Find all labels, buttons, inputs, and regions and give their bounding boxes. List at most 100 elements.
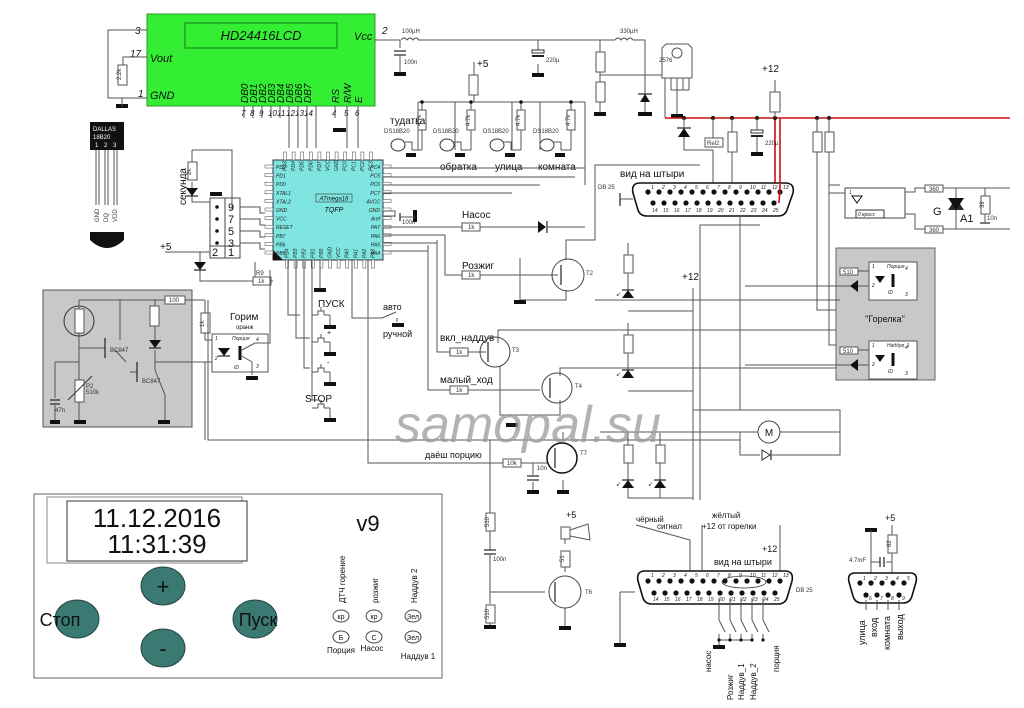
ds18b20-sensor [539,138,555,152]
flame-sensor-block: BC847 P2 510k 47n BC847 100 1k Горим ора… [42,270,271,440]
db25-pin [711,189,717,195]
mcu-pin-label: RESET [276,225,294,231]
mcu-pin-label: PD6 [308,161,314,171]
svg-text:4: 4 [256,337,259,343]
db25-pin-number: 10 [750,185,756,191]
plus12-mid-label: +12 [682,272,699,283]
db25-pin-number: 24 [762,597,769,603]
mcu-pin [264,164,274,169]
db25-pin-number: 11 [761,185,766,191]
junction-dot [469,100,473,104]
db25-pin-number: 2 [661,573,665,579]
mcu-pin [291,151,296,161]
svg-text:4: 4 [905,345,908,351]
db25-pin [761,590,767,596]
db9-pin-number: 5 [907,576,910,582]
resistor-1k [623,254,634,274]
db25-top-title: вид на штыри [620,169,684,180]
black-label: чёрный [636,515,664,524]
mcu-pin [382,190,392,195]
mcu-pin-label: PA6 [371,234,380,240]
db9-pin [879,580,885,586]
db9-signal-label: комната [882,616,892,650]
db25-pin [717,590,723,596]
db25-pin-number: 7 [717,185,720,191]
svg-text:↙: ↙ [616,292,621,298]
transistor-t6 [548,575,582,609]
svg-text:кр: кр [371,614,378,621]
mcu-pin-label: PC3 [369,161,375,171]
panel-minus-button[interactable]: - [140,628,186,668]
mcu-pin [326,151,330,161]
resistor-2k2 [117,64,128,86]
optocoupler-label: Наддув_1 [887,343,910,349]
led-indicator [622,370,634,378]
panel-stop-button[interactable]: Стоп [40,599,100,639]
maly-hod-label: малый_ход [440,375,493,386]
db25-bottom-shell [636,570,794,605]
db25-pin [678,578,684,584]
svg-text:3: 3 [905,371,908,377]
panel-plus-button[interactable]: + [140,566,186,606]
panel-led-header: ДТЧ горение [338,555,347,603]
mcu-pin-label: PA7 [371,225,380,231]
db25-pin-number: 12 [772,573,778,579]
mcu-pin [362,259,367,269]
svg-text:4.7k: 4.7k [466,114,472,126]
lcd-vout-label: Vout [150,53,173,65]
lcd-pin-number: 12 [286,109,295,118]
db25-pin [727,200,733,206]
db9-plus5: +5 [885,513,895,523]
db25-connector-bottom: чёрный сигнал жёлтый +12 от горелки +12 … [614,511,813,700]
svg-text:↙: ↙ [616,372,621,378]
svg-text:1: 1 [849,190,852,196]
panel-led [365,630,383,644]
mosfet-t7 [546,442,578,474]
svg-text:10k: 10k [507,461,518,467]
db25-pin [662,590,668,596]
resistor-510-c [824,131,835,153]
db25-pin-number: 2 [661,185,665,191]
button-plus-label: + [327,330,331,337]
db9-pin-number: 4 [896,576,899,582]
svg-text:1k: 1k [468,273,475,279]
db25-pin-number: 17 [685,208,691,214]
output-switch [762,619,770,640]
mcu-pin [300,151,304,161]
diode-relay [678,128,690,137]
svg-text:1: 1 [95,143,99,149]
mcu-pin-label: GND [369,208,381,214]
mcu-pin-label: VCC [336,247,342,258]
db25-pin [645,189,651,195]
cap-220u-b [750,129,764,134]
mcu-pin-label: PD1 [276,174,286,180]
led-secunda [186,188,198,196]
db25-pin-number: 4 [684,573,687,579]
control-buttons: ПУСК STOP + - авто ручной [287,260,412,422]
svg-text:2: 2 [871,362,875,368]
db25-pin-number: 18 [697,597,703,603]
svg-text:4: 4 [905,266,908,272]
db25-pin [766,578,772,584]
mcu-pin [369,151,373,161]
sensor-part-label: DS18B20 [483,129,509,135]
db25-pin [733,189,739,195]
svg-text:2k: 2k [187,168,193,175]
ds18b20-sensor [489,138,505,152]
mcu-pin-label: Aref [370,217,381,223]
mcu-pin-label: PD2 [276,165,286,171]
mcu-pin-label: PB6 [276,242,286,248]
mcu-pin-label: VCC [326,160,332,171]
svg-text:ID: ID [888,369,893,375]
svg-text:510k: 510k [86,390,100,396]
resistor-10k-b [595,81,606,103]
db25-pin-number: 12 [772,185,778,191]
db25-bottom-title: вид на штыри [714,557,772,567]
flame-sensor-panel [42,289,193,428]
panel-pusk-button[interactable]: Пуск [232,599,278,639]
svg-text:360: 360 [929,187,940,193]
db25-pin-number: 15 [664,597,670,603]
